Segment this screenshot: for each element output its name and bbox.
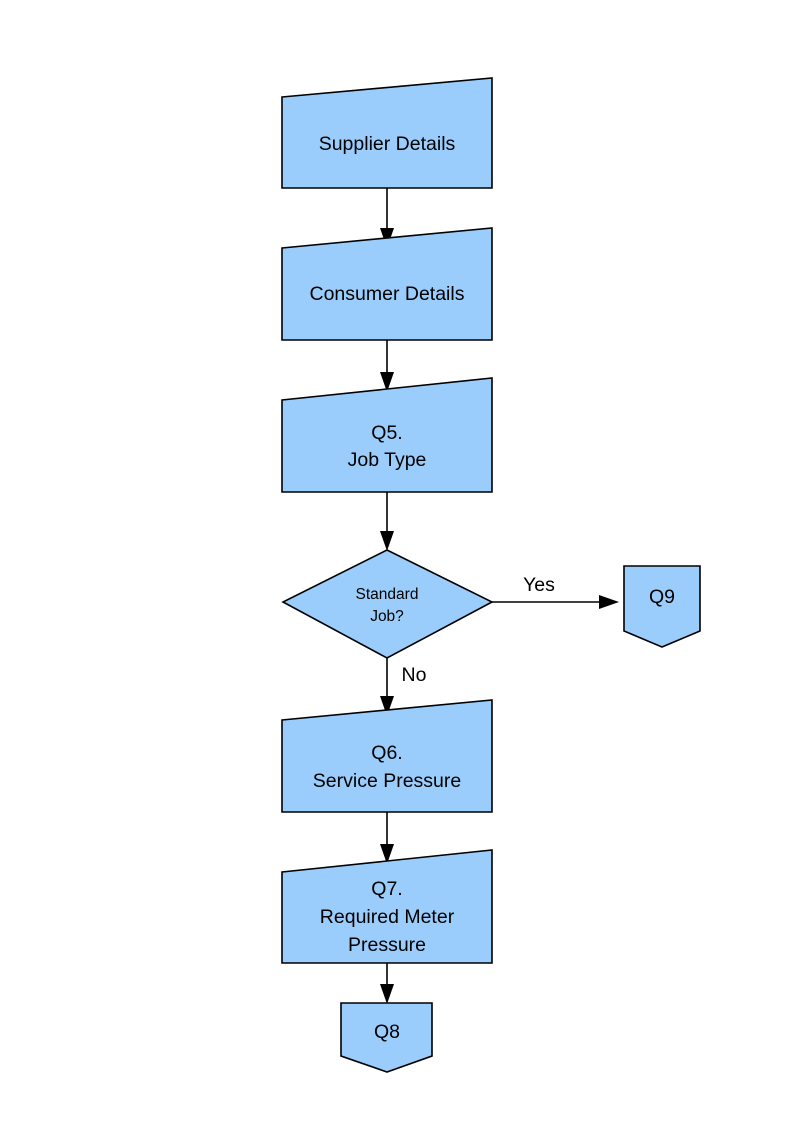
node-shape-slanted-box[interactable]: [281, 227, 493, 341]
node-q8[interactable]: Q8: [340, 1002, 433, 1073]
node-label-q6-line1: Q6.: [371, 742, 402, 764]
node-q9[interactable]: Q9: [623, 565, 701, 648]
node-label-decision-line2: Job?: [370, 608, 404, 625]
node-label-supplier-details: Supplier Details: [319, 133, 456, 155]
arrowhead-icon: [380, 984, 394, 1004]
node-q5-job-type[interactable]: Q5. Job Type: [281, 377, 493, 493]
connector-q6-to-q7: [380, 812, 394, 864]
arrowhead-icon: [380, 372, 394, 392]
node-q6-service-pressure[interactable]: Q6. Service Pressure: [281, 699, 493, 813]
arrowhead-icon: [380, 844, 394, 864]
connector-q5-to-decision: [380, 492, 394, 551]
node-label-decision-line1: Standard: [356, 586, 419, 603]
arrowhead-icon: [380, 696, 394, 716]
node-q7-required-meter-pressure[interactable]: Q7. Required Meter Pressure: [281, 849, 493, 964]
node-consumer-details[interactable]: Consumer Details: [281, 227, 493, 341]
connector-q7-to-q8: [380, 963, 394, 1004]
node-shape-slanted-box[interactable]: [281, 377, 493, 493]
connector-decision-to-q6: No: [380, 658, 427, 716]
arrowhead-icon: [599, 595, 619, 609]
node-label-q5-line2: Job Type: [348, 449, 427, 471]
node-supplier-details[interactable]: Supplier Details: [281, 77, 493, 189]
node-label-q9: Q9: [649, 586, 675, 608]
connector-decision-to-q9: Yes: [492, 574, 619, 609]
node-label-q7-line3: Pressure: [348, 934, 426, 956]
node-label-q6-line2: Service Pressure: [313, 770, 461, 792]
node-label-q5-line1: Q5.: [371, 422, 402, 444]
arrowhead-icon: [380, 531, 394, 551]
node-shape-pentagon-down[interactable]: [340, 1002, 433, 1073]
node-shape-slanted-box[interactable]: [281, 699, 493, 813]
node-shape-slanted-box[interactable]: [281, 77, 493, 189]
node-shape-slanted-box[interactable]: [281, 849, 493, 964]
node-label-q7-line2: Required Meter: [320, 906, 455, 928]
node-shape-diamond[interactable]: [281, 549, 494, 659]
node-standard-job-decision[interactable]: Standard Job?: [281, 549, 494, 659]
node-shape-pentagon-down[interactable]: [623, 565, 701, 648]
node-label-q8: Q8: [374, 1021, 400, 1043]
connector-consumer-to-q5: [380, 340, 394, 392]
node-label-consumer-details: Consumer Details: [310, 283, 465, 305]
edge-label-no: No: [402, 664, 427, 686]
edge-label-yes: Yes: [523, 574, 555, 596]
node-label-q7-line1: Q7.: [371, 878, 402, 900]
